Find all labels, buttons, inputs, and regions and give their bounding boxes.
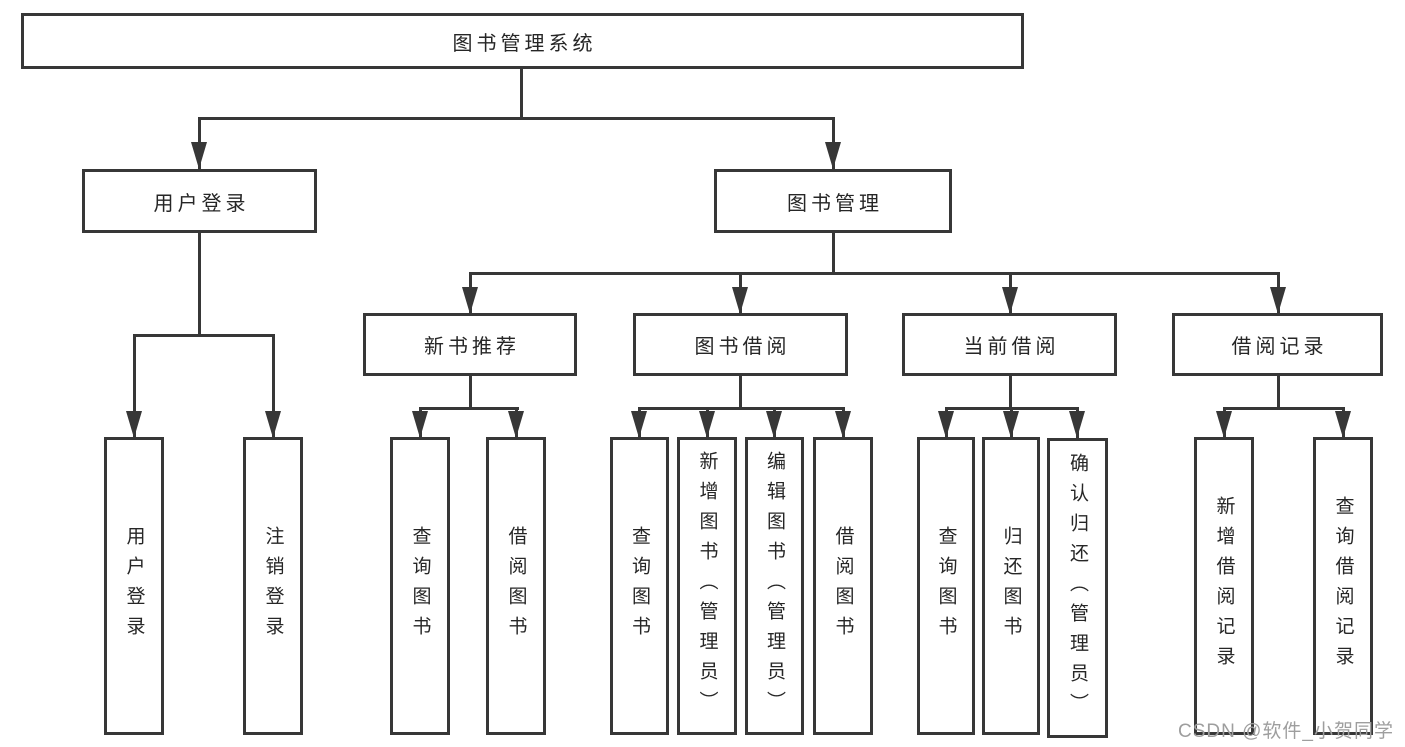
connector bbox=[419, 407, 519, 410]
node-label: 查询图书 bbox=[935, 526, 957, 646]
node-bb-edit-book-admin: 编辑图书（管理员） bbox=[745, 437, 804, 735]
node-label: 确认归还（管理员） bbox=[1067, 453, 1088, 723]
arrow-down-icon bbox=[825, 142, 841, 169]
node-label: 借阅图书 bbox=[832, 526, 854, 646]
connector bbox=[198, 117, 835, 120]
arrow-down-icon bbox=[462, 287, 478, 314]
node-label: 图书管理 bbox=[787, 192, 883, 215]
connector bbox=[1277, 373, 1280, 410]
node-label: 查询借阅记录 bbox=[1332, 496, 1354, 676]
connector bbox=[1009, 373, 1012, 410]
node-bb-borrow-book: 借阅图书 bbox=[813, 437, 873, 735]
node-label: 查询图书 bbox=[629, 526, 650, 646]
node-user-login: 用户登录 bbox=[104, 437, 164, 735]
watermark: CSDN @软件_小贺同学 bbox=[1178, 721, 1394, 742]
node-label: 借阅图书 bbox=[505, 526, 527, 646]
arrow-down-icon bbox=[732, 287, 748, 314]
node-label: 新增借阅记录 bbox=[1213, 496, 1235, 676]
arrow-down-icon bbox=[631, 411, 647, 438]
node-bb-query-book: 查询图书 bbox=[610, 437, 669, 735]
node-nb-borrow-book: 借阅图书 bbox=[486, 437, 546, 735]
connector bbox=[1223, 407, 1345, 410]
node-label: 新增图书（管理员） bbox=[696, 451, 718, 721]
arrow-down-icon bbox=[126, 411, 142, 438]
connector bbox=[832, 230, 835, 275]
node-borrowing-records: 借阅记录 bbox=[1172, 313, 1383, 376]
node-cb-confirm-return-admin: 确认归还（管理员） bbox=[1047, 438, 1108, 738]
node-current-borrowing: 当前借阅 bbox=[902, 313, 1117, 376]
node-user-login-group: 用户登录 bbox=[82, 169, 317, 233]
connector bbox=[520, 66, 523, 120]
node-label: 图书管理系统 bbox=[452, 32, 597, 55]
node-br-query-record: 查询借阅记录 bbox=[1313, 437, 1373, 735]
node-label: 注销登录 bbox=[262, 526, 284, 646]
arrow-down-icon bbox=[938, 411, 954, 438]
connector bbox=[133, 334, 275, 337]
node-logout-login: 注销登录 bbox=[243, 437, 303, 735]
node-label: 用户登录 bbox=[123, 526, 145, 646]
arrow-down-icon bbox=[191, 142, 207, 169]
node-book-management: 图书管理 bbox=[714, 169, 952, 233]
arrow-down-icon bbox=[508, 411, 524, 438]
connector bbox=[198, 230, 201, 336]
node-label: 查询图书 bbox=[409, 526, 431, 646]
connector bbox=[638, 407, 845, 410]
arrow-down-icon bbox=[766, 411, 782, 438]
arrow-down-icon bbox=[1003, 411, 1019, 438]
node-new-book-recommend: 新书推荐 bbox=[363, 313, 577, 376]
connector bbox=[469, 373, 472, 410]
node-br-add-record: 新增借阅记录 bbox=[1194, 437, 1254, 735]
node-bb-add-book-admin: 新增图书（管理员） bbox=[677, 437, 737, 735]
arrow-down-icon bbox=[1335, 411, 1351, 438]
node-label: 用户登录 bbox=[153, 192, 250, 215]
node-label: 图书借阅 bbox=[694, 336, 791, 358]
arrow-down-icon bbox=[699, 411, 715, 438]
connector bbox=[272, 334, 275, 438]
connector bbox=[469, 272, 1280, 275]
node-nb-query-book: 查询图书 bbox=[390, 437, 450, 735]
arrow-down-icon bbox=[835, 411, 851, 438]
connector bbox=[133, 334, 136, 438]
arrow-down-icon bbox=[1270, 287, 1286, 314]
node-library-management-system: 图书管理系统 bbox=[21, 13, 1024, 69]
node-label: 借阅记录 bbox=[1231, 336, 1328, 358]
arrow-down-icon bbox=[1069, 411, 1085, 438]
arrow-down-icon bbox=[265, 411, 281, 438]
node-label: 新书推荐 bbox=[424, 336, 520, 358]
node-label: 编辑图书（管理员） bbox=[764, 451, 785, 721]
arrow-down-icon bbox=[1002, 287, 1018, 314]
node-book-borrowing: 图书借阅 bbox=[633, 313, 848, 376]
node-cb-query-book: 查询图书 bbox=[917, 437, 975, 735]
node-label: 当前借阅 bbox=[963, 336, 1060, 358]
node-label: 归还图书 bbox=[1000, 526, 1022, 646]
connector bbox=[739, 373, 742, 410]
arrow-down-icon bbox=[1216, 411, 1232, 438]
node-cb-return-book: 归还图书 bbox=[982, 437, 1040, 735]
arrow-down-icon bbox=[412, 411, 428, 438]
